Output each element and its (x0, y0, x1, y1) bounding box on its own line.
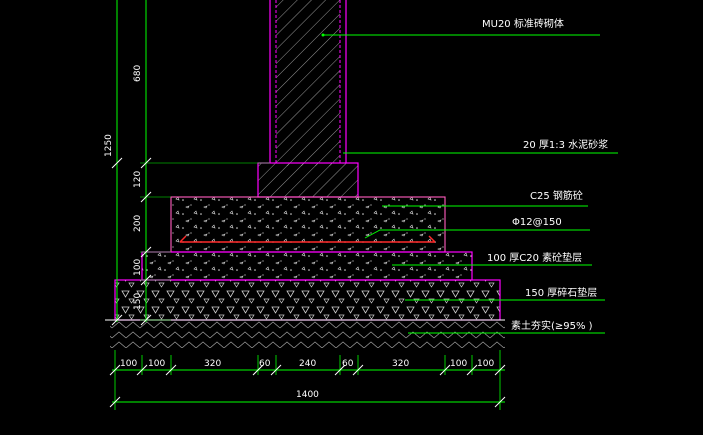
label-soil: 素土夯实(≥95% ) (511, 319, 593, 332)
c25-footing (170, 196, 446, 253)
dim-seg-9: 100 (477, 359, 494, 369)
label-mortar: 20 厚1:3 水泥砂浆 (523, 138, 608, 151)
dim-seg-5: 240 (299, 359, 316, 369)
dim-step-height: 120 (133, 171, 143, 188)
label-gravel: 150 厚碎石垫层 (525, 286, 597, 299)
dim-seg-8: 100 (450, 359, 467, 369)
label-c20: 100 厚C20 素砼垫层 (487, 251, 582, 264)
dim-seg-4: 60 (259, 359, 271, 369)
dim-seg-1: 100 (120, 359, 137, 369)
brick-wall (269, 0, 347, 166)
dim-wall-height: 680 (133, 65, 143, 82)
dim-seg-2: 100 (148, 359, 165, 369)
vertical-dimensions: 1250 680 120 200 100 150 (104, 0, 270, 326)
dim-footing-height: 200 (133, 215, 143, 232)
dim-total-height: 1250 (104, 134, 114, 157)
dim-c20-height: 100 (133, 259, 143, 276)
label-mu20: MU20 标准砖砌体 (482, 17, 564, 30)
leader-lines (323, 34, 618, 334)
dim-seg-6: 60 (342, 359, 354, 369)
dim-seg-7: 320 (392, 359, 409, 369)
compacted-soil (105, 319, 505, 348)
horizontal-dimensions: 100 100 320 60 240 60 320 100 100 1400 (109, 350, 506, 410)
label-rebar: Φ12@150 (512, 217, 562, 228)
dim-gravel-height: 150 (133, 293, 143, 310)
c20-pad (141, 251, 473, 281)
dim-seg-3: 320 (204, 359, 221, 369)
label-c25: C25 钢筋砼 (530, 189, 583, 202)
dim-total-width: 1400 (296, 390, 319, 400)
wall-step (257, 162, 359, 198)
